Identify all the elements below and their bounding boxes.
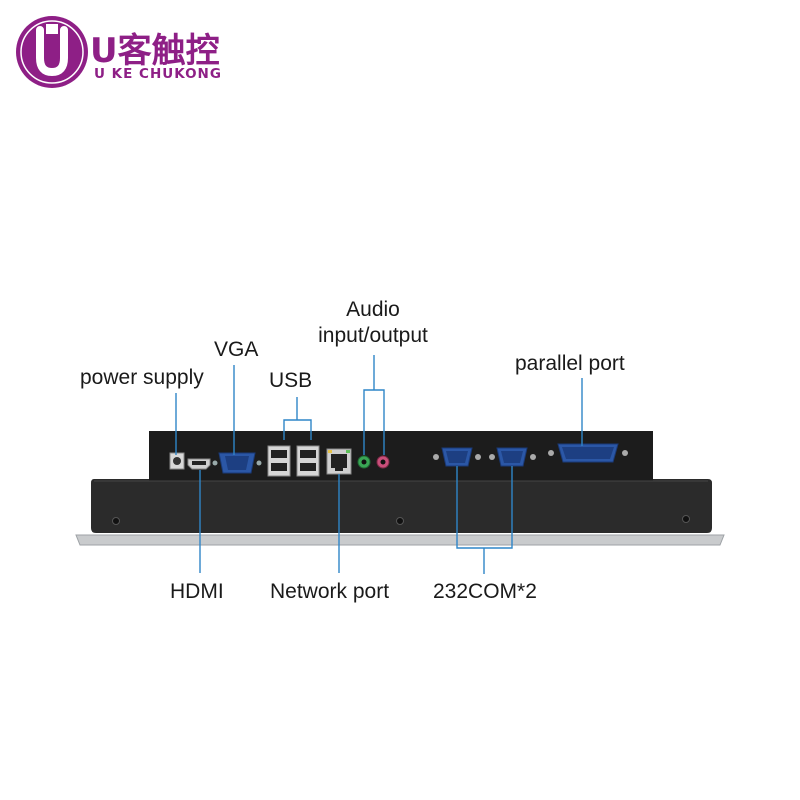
screw [682, 515, 690, 523]
panel-frame-edge [75, 534, 725, 546]
callout-usb [283, 397, 312, 440]
label-hdmi: HDMI [170, 580, 224, 603]
network-port [326, 448, 352, 475]
brand-name-cn: U客触控 [90, 31, 220, 71]
label-audio-line2: input/output [318, 324, 428, 347]
label-com: 232COM*2 [433, 580, 537, 603]
label-parallel-port: parallel port [515, 352, 625, 375]
label-vga: VGA [214, 338, 258, 361]
label-audio-line1: Audio [346, 298, 400, 321]
callout-com [456, 466, 513, 574]
parallel-port [548, 443, 628, 463]
power-jack [169, 452, 185, 470]
com-port-2 [489, 447, 536, 467]
logo-ring [20, 20, 84, 84]
hdmi-port [187, 458, 211, 470]
vga-port [212, 452, 262, 474]
logo-plug-mark [46, 24, 58, 34]
callout-lines [175, 355, 583, 574]
audio-jacks [357, 455, 390, 469]
com-port-1 [433, 447, 481, 467]
logo-circle [16, 16, 88, 88]
panel-body [91, 479, 712, 533]
screw [112, 517, 120, 525]
logo-u-mark [36, 26, 68, 77]
label-power-supply: power supply [80, 366, 204, 389]
usb-ports [267, 445, 320, 477]
screw [396, 517, 404, 525]
brand-name-en: U KE CHUKONG [94, 66, 222, 82]
label-usb: USB [269, 369, 312, 392]
brand-logo: U客触控 U KE CHUKONG [16, 16, 222, 88]
label-network-port: Network port [270, 580, 389, 603]
device-panel [75, 431, 725, 546]
callout-audio [363, 355, 385, 455]
